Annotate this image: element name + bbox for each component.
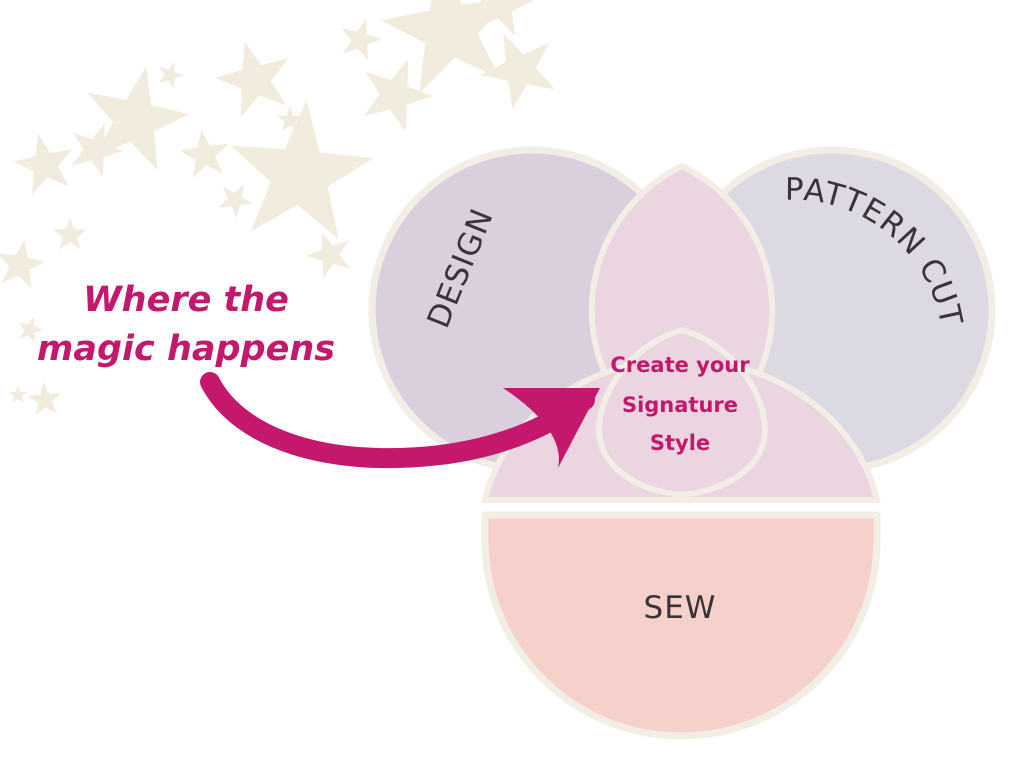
center-line-1: Create your xyxy=(610,353,750,377)
sew-circle xyxy=(481,511,881,740)
star-icon xyxy=(176,125,233,180)
callout-line-1: Where the xyxy=(83,280,289,320)
venn-sets xyxy=(368,146,996,740)
star-icon xyxy=(26,380,64,416)
star-icon xyxy=(8,127,81,197)
star-icon xyxy=(8,385,28,404)
callout-line-2: magic happens xyxy=(37,329,335,369)
star-icon xyxy=(212,175,259,222)
sew-label: SEW xyxy=(644,590,717,626)
star-icon xyxy=(153,57,188,91)
star-icon xyxy=(0,235,49,291)
curved-arrow-icon xyxy=(200,372,600,469)
star-icon xyxy=(207,31,301,122)
center-line-2: Signature xyxy=(622,393,738,417)
center-overlap xyxy=(595,326,769,499)
star-icon xyxy=(52,217,88,250)
center-line-3: Style xyxy=(650,431,710,455)
star-icon xyxy=(335,13,386,63)
star-icon xyxy=(300,224,359,282)
